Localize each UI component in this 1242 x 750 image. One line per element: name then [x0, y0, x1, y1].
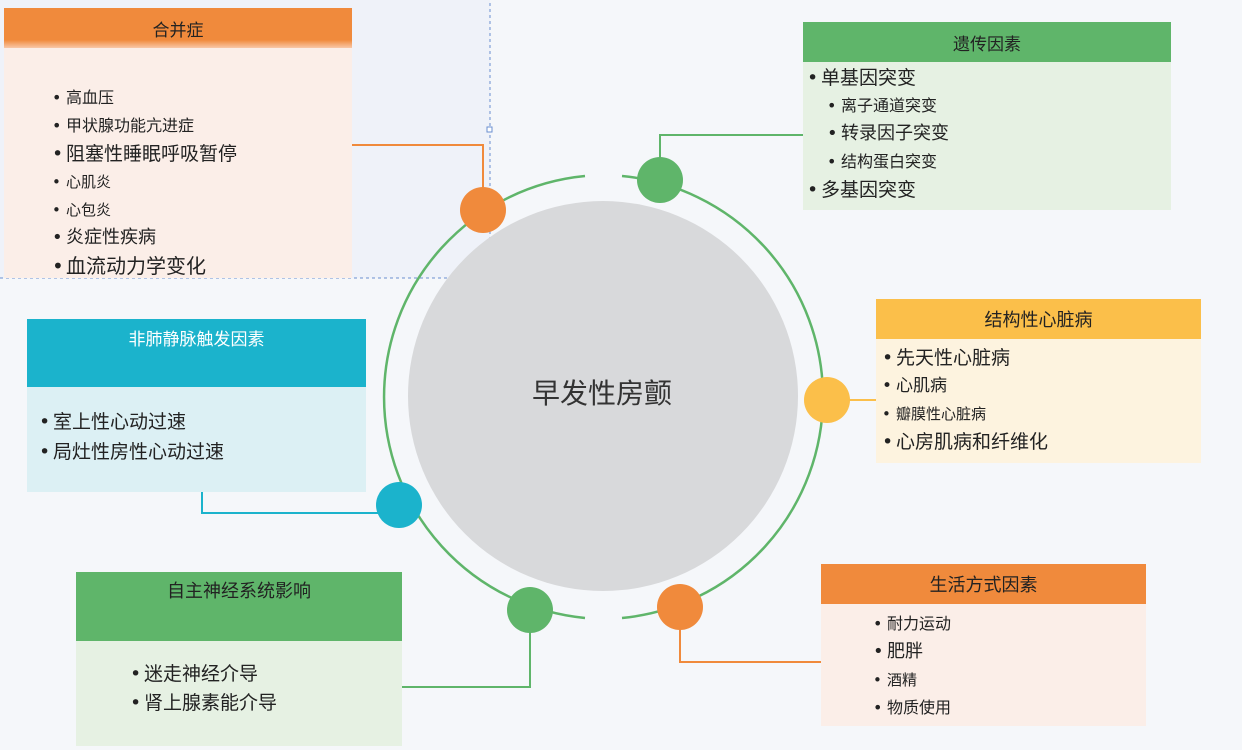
box-genetic-list: 单基因突变 离子通道突变 转录因子突变 结构蛋白突变 多基因突变	[807, 64, 949, 204]
box-structural-title: 结构性心脏病	[984, 310, 1093, 331]
list-item: 先天性心脏病	[882, 344, 1048, 372]
list-item: 心肌炎	[52, 168, 237, 196]
box-non-pv-header: 非肺静脉触发因素	[27, 319, 366, 387]
box-structural-list: 先天性心脏病 心肌病 瓣膜性心脏病 心房肌病和纤维化	[882, 344, 1048, 456]
box-complications-header: 合并症	[4, 8, 352, 48]
list-item: 肥胖	[873, 638, 951, 666]
list-item: 物质使用	[873, 694, 951, 722]
box-autonomic-header: 自主神经系统影响	[76, 572, 402, 641]
list-item: 阻塞性睡眠呼吸暂停	[52, 140, 237, 168]
list-item: 局灶性房性心动过速	[39, 437, 224, 467]
node-lifestyle	[657, 584, 703, 630]
node-structural	[804, 377, 850, 423]
list-item: 结构蛋白突变	[827, 148, 949, 176]
center-circle	[408, 201, 798, 591]
box-non-pv-list: 室上性心动过速 局灶性房性心动过速	[39, 407, 224, 467]
list-item: 转录因子突变	[827, 120, 949, 148]
list-item: 酒精	[873, 666, 951, 694]
list-item: 炎症性疾病	[52, 224, 237, 252]
box-non-pv-title: 非肺静脉触发因素	[128, 330, 265, 350]
box-non-pv: 非肺静脉触发因素 室上性心动过速 局灶性房性心动过速	[27, 319, 366, 492]
box-complications-title: 合并症	[152, 20, 204, 41]
list-item: 离子通道突变	[827, 92, 949, 120]
node-autonomic	[507, 587, 553, 633]
box-genetic-title: 遗传因素	[953, 34, 1021, 55]
list-item: 血流动力学变化	[52, 252, 237, 280]
node-genetic	[637, 157, 683, 203]
box-autonomic-title: 自主神经系统影响	[167, 581, 311, 602]
list-item: 室上性心动过速	[39, 407, 224, 437]
box-structural-header: 结构性心脏病	[876, 299, 1201, 339]
box-structural: 结构性心脏病 先天性心脏病 心肌病 瓣膜性心脏病 心房肌病和纤维化	[876, 299, 1201, 463]
list-item: 心包炎	[52, 196, 237, 224]
list-item: 心房肌病和纤维化	[882, 428, 1048, 456]
list-item: 高血压	[52, 84, 237, 112]
list-item: 心肌病	[882, 372, 1048, 400]
list-item: 肾上腺素能介导	[130, 689, 277, 718]
list-item: 迷走神经介导	[130, 660, 277, 689]
list-item: 耐力运动	[873, 610, 951, 638]
list-item: 瓣膜性心脏病	[882, 400, 1048, 428]
box-lifestyle-list: 耐力运动 肥胖 酒精 物质使用	[873, 610, 951, 722]
connector-non-pv	[201, 492, 399, 514]
box-complications-list: 高血压 甲状腺功能亢进症 阻塞性睡眠呼吸暂停 心肌炎 心包炎 炎症性疾病 血流动…	[52, 84, 237, 280]
box-autonomic-list: 迷走神经介导 肾上腺素能介导	[130, 660, 277, 718]
list-item: 甲状腺功能亢进症	[52, 112, 237, 140]
box-genetic-header: 遗传因素	[803, 22, 1171, 62]
selection-handle	[486, 126, 493, 133]
box-lifestyle-header: 生活方式因素	[821, 564, 1146, 604]
center-title: 早发性房颤	[531, 377, 672, 410]
box-autonomic: 自主神经系统影响 迷走神经介导 肾上腺素能介导	[76, 572, 402, 746]
list-item: 多基因突变	[807, 176, 949, 204]
node-complications	[460, 187, 506, 233]
box-lifestyle: 生活方式因素 耐力运动 肥胖 酒精 物质使用	[821, 564, 1146, 726]
box-lifestyle-title: 生活方式因素	[929, 575, 1038, 596]
box-complications: 合并症 高血压 甲状腺功能亢进症 阻塞性睡眠呼吸暂停 心肌炎 心包炎 炎症性疾病…	[4, 8, 352, 280]
node-non-pv	[376, 482, 422, 528]
connector-autonomic	[402, 610, 531, 688]
box-genetic: 遗传因素 单基因突变 离子通道突变 转录因子突变 结构蛋白突变 多基因突变	[803, 22, 1171, 210]
list-item: 单基因突变	[807, 64, 949, 92]
